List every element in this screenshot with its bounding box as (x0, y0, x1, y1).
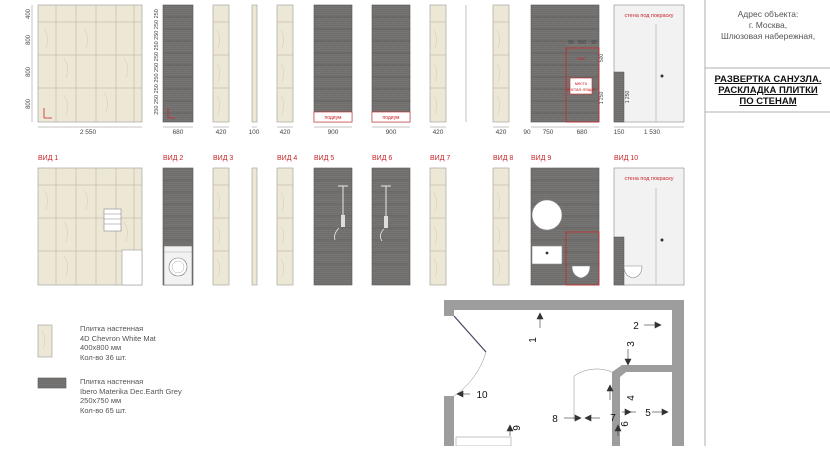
legend-cream-name: 4D Chevron White Mat (80, 333, 156, 343)
view4-label: ВИД 4 (277, 155, 297, 162)
view3-label: ВИД 3 (213, 155, 233, 162)
plan-label-9: 9 (512, 425, 523, 431)
view9-height-mid: 1 250 (599, 92, 605, 105)
view1-width-dim: 2 550 (80, 129, 97, 136)
plan-label-3: 3 (626, 341, 637, 347)
view5-elevation-bottom (313, 167, 353, 286)
view6-width-dim: 900 (386, 129, 397, 136)
view1-height-mid2: 800 (26, 66, 32, 77)
view10-label: ВИД 10 (614, 155, 638, 162)
plan-label-4: 4 (626, 395, 637, 401)
view1-label: ВИД 1 (38, 155, 58, 162)
view10-paint-wall-bottom: стена под покраску (624, 176, 673, 182)
view9-mesto-label: место (575, 81, 588, 86)
view9-elevation-top (530, 4, 600, 128)
legend-cream-title: Плитка настенная (80, 324, 144, 333)
view2-elevation-bottom (162, 167, 194, 286)
view10-width-dim-b: 1 530 (644, 129, 661, 136)
legend-grey-name: Ibero Materika Dec.Earth Grey (80, 386, 182, 396)
view9-install-label: инстал-ляция (567, 87, 596, 92)
plan-label-5: 5 (645, 408, 651, 419)
view4a-elevation-top (251, 4, 258, 128)
view9-width-dim-a: 90 (523, 129, 531, 136)
view2-elevation-top (162, 4, 194, 128)
sheet-title-line2: РАСКЛАДКА ПЛИТКИ (718, 85, 818, 96)
legend-grey-count: Кол-во 65 шт. (80, 405, 127, 415)
sheet-title: РАЗВЕРТКА САНУЗЛА. РАСКЛАДКА ПЛИТКИ ПО С… (706, 74, 830, 107)
view2-height-stack: 250 250 250 250 250 250 250 250 250 250 (154, 9, 160, 115)
view8-width-dim: 420 (496, 129, 507, 136)
view3-elevation-top (212, 4, 230, 128)
view4b-elevation-top (276, 4, 294, 128)
address-street: Шлюзовая набережная, (720, 31, 816, 41)
view1-elevation-bottom (37, 167, 143, 286)
address-label: Адрес объекта: (737, 9, 799, 19)
view3-width-dim: 420 (216, 129, 227, 136)
view1-elevation-top (31, 4, 143, 128)
view6-elevation-top (371, 4, 411, 128)
view2-width-dim: 680 (173, 129, 184, 136)
view4b-elevation-bottom (276, 167, 294, 286)
view7-elevation-bottom (429, 167, 447, 286)
view5-elevation-top (313, 4, 353, 128)
view9-height-top: 500 (599, 54, 605, 63)
legend-grey-title: Плитка настенная (80, 377, 144, 386)
plan-label-7: 7 (610, 413, 616, 424)
view6-elevation-bottom (371, 167, 411, 286)
view3-elevation-bottom (212, 167, 230, 286)
view2-label: ВИД 2 (163, 155, 183, 162)
legend-cream-size: 400x800 мм (80, 343, 122, 352)
view1-height-top: 400 (26, 8, 32, 19)
legend-cream-count: Кол-во 36 шт. (80, 352, 127, 362)
view9-label: ВИД 9 (531, 155, 551, 162)
view6-label: ВИД 6 (372, 155, 392, 162)
view9-elevation-bottom (530, 167, 600, 286)
legend-swatch-grey (37, 377, 67, 389)
plan-label-1: 1 (528, 337, 539, 343)
view5-label: ВИД 5 (314, 155, 334, 162)
view9-width-dim-b: 750 (543, 129, 554, 136)
address-city: г. Москва, (748, 20, 788, 30)
view10-elevation-bottom (613, 167, 685, 286)
view7-label: ВИД 7 (430, 155, 450, 162)
view5-width-dim: 900 (328, 129, 339, 136)
view9-top-dim1: 90 (568, 40, 574, 46)
view4b-width-dim: 420 (280, 129, 291, 136)
plan-label-2: 2 (633, 321, 639, 332)
sheet-title-line1: РАЗВЕРТКА САНУЗЛА. (714, 74, 822, 85)
view10-height-side: 1 250 (625, 91, 631, 104)
view10-paint-wall-top: стена под покраску (624, 13, 673, 19)
view8-elevation-top (492, 4, 510, 128)
view5-podium-label: подиум (325, 115, 343, 121)
legend-item-cream: Плитка настенная 4D Chevron White Mat 40… (80, 324, 156, 362)
floor-plan (444, 300, 684, 447)
view10-width-dim-a: 150 (614, 129, 625, 136)
view4a-width-dim: 100 (249, 129, 260, 136)
view8-label: ВИД 8 (493, 155, 513, 162)
legend-grey-size: 250x750 мм (80, 396, 122, 405)
view9-width-dim-c: 680 (577, 129, 588, 136)
address-block: Адрес объекта: г. Москва, Шлюзовая набер… (706, 9, 830, 42)
plan-label-10: 10 (476, 390, 488, 401)
title-block (704, 0, 830, 446)
plan-label-8: 8 (552, 414, 558, 425)
view6-podium-label: подиум (383, 115, 401, 121)
legend-item-grey: Плитка настенная Ibero Materika Dec.Eart… (80, 377, 182, 415)
view4a-elevation-bottom (251, 167, 258, 286)
view9-top-dim2: 500 (578, 40, 587, 46)
view9-lyuk-label: люк (577, 56, 585, 61)
view9-top-dim3: 90 (591, 40, 597, 46)
view7-elevation-top (429, 4, 447, 128)
plan-label-6: 6 (620, 421, 631, 427)
view7-width-dim: 420 (433, 129, 444, 136)
view1-height-bot: 800 (26, 98, 32, 109)
view10-elevation-top (613, 4, 685, 128)
view1-height-mid1: 800 (26, 34, 32, 45)
view8-elevation-bottom (492, 167, 510, 286)
sheet-title-line3: ПО СТЕНАМ (739, 96, 797, 107)
legend-swatch-cream (37, 324, 53, 358)
